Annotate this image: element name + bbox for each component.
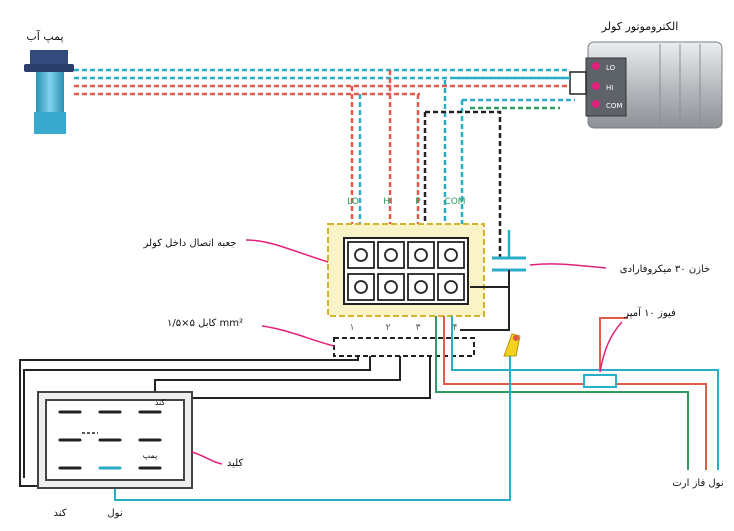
junction-box [327,223,485,317]
motor-icon [569,41,723,129]
capacitor-pointer [529,263,607,269]
switch-mid-label: پمپ [143,451,158,460]
capacitor-label: خازن ۳۰ میکروفارادی [620,264,710,275]
pump-label: پمپ آب [26,29,63,43]
terminal-lo: LO [347,197,359,207]
capacitor-icon [460,230,526,331]
terminal-num-1: ۱ [350,323,355,333]
pump-icon [24,50,74,134]
motor-term-lo: LO [606,64,616,72]
terminal-num-3: ۳ [416,323,421,333]
junction-box-label: جعبه اتصال داخل کولر [143,238,237,249]
top-wires [74,68,575,260]
fuse-pointer [599,321,623,373]
bottom-left-label: کند [53,508,66,519]
motor-label: الکتروموتور کولر [601,20,679,33]
terminal-p: P [415,197,421,207]
motor-term-com: COM [606,102,622,110]
motor-term-hi: HI [606,84,613,92]
tester-icon [503,333,521,357]
terminal-num-4: ۴ [453,323,458,333]
terminal-num-2: ۲ [386,323,391,333]
supply-label: نول فاز ارت [672,478,723,489]
cable-bundle [333,337,475,357]
cable-pointer [261,325,335,347]
fuse-icon [583,374,617,388]
switch-icon [37,391,193,489]
fuse-label: فیوز ۱۰ آمپر [623,306,676,319]
junction-box-pointer [245,239,329,263]
switch-top-label: کند [155,398,166,407]
switch-label: کلید [227,458,244,469]
cable-label: کابل ۵×۱/۵ mm² [167,318,243,329]
bottom-mid-label: نول [107,508,122,519]
switch-pointer [191,451,223,465]
terminal-hi: HI [383,197,392,207]
terminal-com: COM [444,197,465,207]
